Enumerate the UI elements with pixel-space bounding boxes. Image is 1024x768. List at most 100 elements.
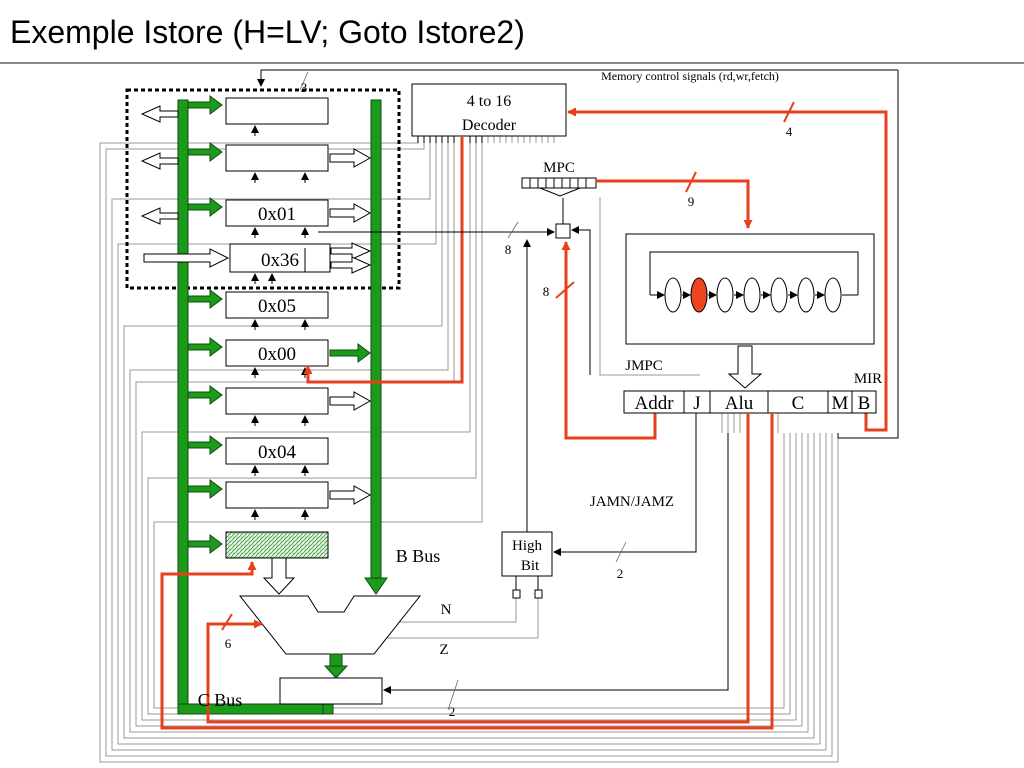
b-bus-output-arrow: [329, 485, 372, 505]
mir-label: MIR: [854, 371, 882, 387]
z-flag-label: Z: [439, 642, 448, 658]
microinstruction: [664, 277, 682, 313]
register-file: 0x01 0x36 0x05 0x00 0x04: [140, 95, 372, 520]
memory-control-line: [837, 70, 899, 439]
microinstruction-chain: [650, 277, 858, 313]
mbr-junction-width: 8: [505, 242, 512, 257]
register-box: [225, 199, 329, 227]
decoder-input-width: 4: [786, 124, 793, 139]
shifter: [279, 677, 383, 705]
register-box: [225, 481, 329, 509]
decoder-select-line: [567, 107, 888, 432]
mpc-out-width: 9: [688, 194, 695, 209]
b-bus-output-arrow: [329, 343, 371, 363]
register-box: [225, 437, 329, 465]
c-bus-input-arrow: [187, 435, 223, 455]
mir-field-label: M: [832, 393, 849, 414]
shifter-control-line: [383, 433, 729, 694]
h-to-alu-arrow: [262, 557, 296, 595]
microinstruction: [824, 277, 842, 313]
jam-width: 2: [617, 566, 624, 581]
register-box: [225, 144, 329, 172]
register-row: 0x05: [187, 289, 329, 330]
mir-field: [851, 390, 877, 414]
decoder-box: [411, 83, 567, 137]
next-addr-width: 8: [543, 284, 550, 299]
high-bit-box: [501, 531, 553, 577]
b-bus: [364, 99, 388, 595]
register-row: 0x00: [187, 337, 371, 378]
c-bus-input-arrow: [187, 197, 223, 217]
c-bus-input-arrow: [187, 337, 223, 357]
microinstruction: [716, 277, 734, 313]
c-bus-input-arrow: [187, 385, 223, 405]
h-register-box: [225, 531, 329, 559]
b-bus-label: B Bus: [396, 546, 441, 566]
jmpc-label: JMPC: [625, 358, 663, 374]
current-microinstruction: [690, 277, 708, 313]
control-wires: [99, 136, 839, 763]
register-value: 0x01: [258, 204, 296, 225]
register-value: 0x04: [258, 442, 297, 463]
mpc-register: [521, 177, 597, 197]
mir-field-label: C: [792, 393, 805, 414]
register-value: 0x36: [261, 250, 299, 271]
control-store-loop: [649, 251, 859, 295]
mpc-label: MPC: [543, 160, 575, 176]
mbr-outputs: [304, 242, 372, 274]
c-bus-input-arrow: [187, 479, 223, 499]
memory-input-arrow: [143, 248, 230, 268]
mir-field-label: Alu: [725, 393, 754, 414]
title-divider: [0, 62, 1024, 64]
jamn-jamz-label: JAMN/JAMZ: [590, 494, 674, 510]
register-box: [225, 339, 329, 367]
register-box: [229, 243, 331, 273]
c-bus-input-arrow: [187, 289, 223, 309]
n-flag-label: N: [441, 602, 452, 618]
b-bus-output-arrow: [329, 203, 372, 223]
microinstruction: [770, 277, 788, 313]
register-row: 0x36: [143, 243, 331, 284]
microinstruction: [743, 277, 761, 313]
b-bus-output-arrow: [329, 148, 372, 168]
slide-title: Exemple Istore (H=LV; Goto Istore2): [10, 14, 525, 50]
decoder-label-2: Decoder: [462, 117, 517, 134]
or-junction: [555, 223, 571, 239]
register-row: [187, 479, 372, 520]
register-value: 0x05: [258, 296, 296, 317]
register-row: [187, 385, 372, 426]
high-bit-label-1: High: [512, 538, 543, 554]
register-selection-box: [125, 88, 401, 290]
alu-control-width: 6: [225, 636, 232, 651]
c-bus: [177, 99, 334, 715]
jmpc-line: [571, 226, 591, 375]
memory-control-width: 3: [301, 80, 308, 95]
c-field-write-line: [160, 413, 774, 730]
memory-output-arrow: [140, 105, 179, 123]
register-value: 0x00: [258, 344, 296, 365]
next-addr-line: [561, 241, 657, 440]
register-row: [140, 142, 372, 183]
memory-control-label: Memory control signals (rd,wr,fetch): [601, 69, 779, 83]
mpc-to-store-line: [596, 179, 753, 229]
memory-output-arrow: [140, 152, 179, 170]
store-to-mir-arrow: [727, 345, 763, 389]
c-bus-label: C Bus: [198, 690, 243, 710]
z-flipflop: [534, 589, 543, 599]
jam-line: [553, 413, 697, 556]
register-box: [225, 387, 329, 415]
c-bus-input-arrow: [187, 142, 223, 162]
alu: [238, 595, 422, 679]
shifter-control-width: 2: [449, 704, 456, 719]
n-flipflop: [512, 589, 521, 599]
register-box: [225, 97, 329, 125]
register-row: [140, 95, 329, 136]
lv-enable-line: [303, 136, 464, 384]
register-row: 0x04: [187, 435, 329, 476]
b-bus-output-arrow: [329, 391, 372, 411]
register-row: 0x01: [140, 197, 372, 238]
mir-field-label: J: [693, 393, 700, 414]
c-bus-input-arrow: [187, 95, 223, 115]
